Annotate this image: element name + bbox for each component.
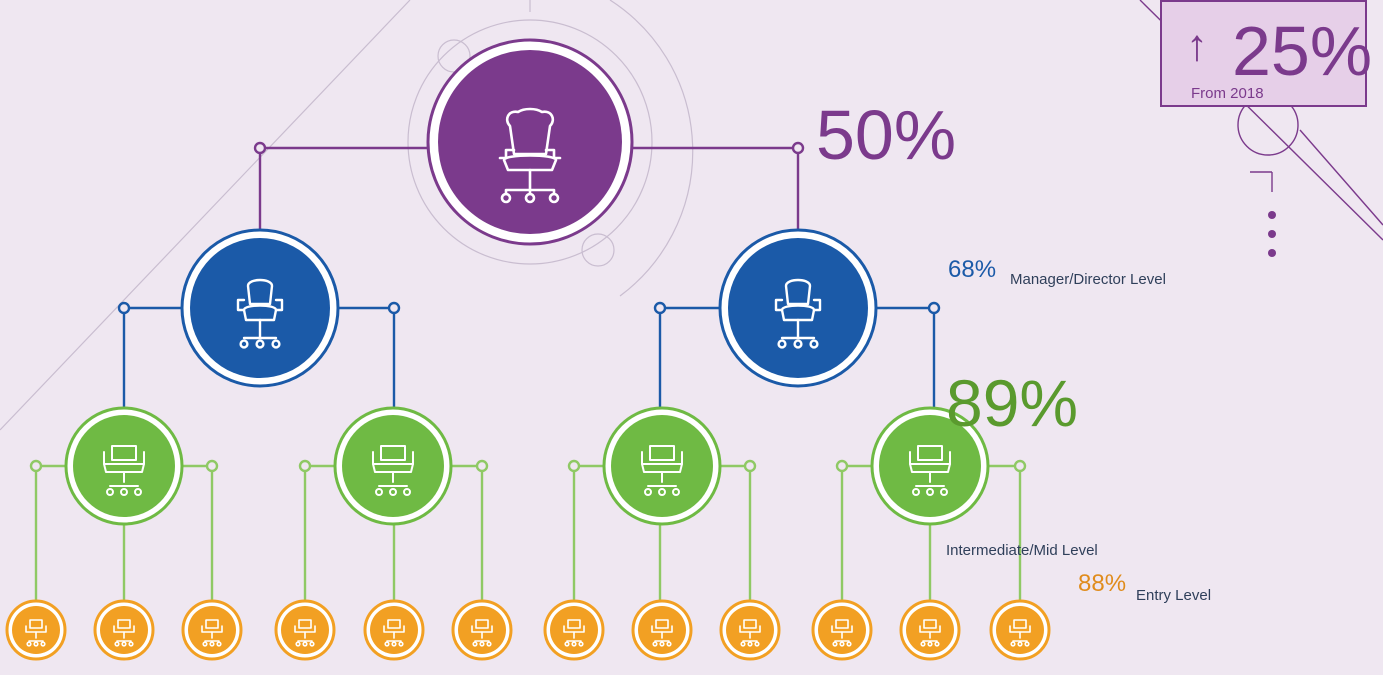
entry-level-label: Entry Level: [1136, 587, 1212, 604]
entry-node: [631, 599, 693, 661]
intermediate-connectors: [34, 464, 1022, 600]
entry-node: [899, 599, 961, 661]
entry-percent: 88%: [1078, 570, 1127, 597]
entry-node: [181, 599, 243, 661]
intermediate-node: [64, 406, 184, 526]
entry-node: [451, 599, 513, 661]
intermediate-connector-dots: [29, 459, 1027, 473]
intermediate-percent: 89%: [946, 366, 1079, 440]
manager-percent: 68%: [948, 256, 997, 283]
entry-node: [719, 599, 781, 661]
entry-node: [811, 599, 873, 661]
entry-node: [989, 599, 1051, 661]
entry-node: [5, 599, 67, 661]
entry-node: [274, 599, 336, 661]
entry-node: [363, 599, 425, 661]
intermediate-node: [333, 406, 453, 526]
executive-node: [426, 38, 634, 246]
manager-node-left: [180, 228, 340, 388]
intermediate-node: [870, 406, 990, 526]
intermediate-node: [602, 406, 722, 526]
executive-connector-dots: [253, 141, 805, 155]
entry-node: [93, 599, 155, 661]
background-decoration: [0, 0, 694, 431]
growth-badge: ↑ 25% From 2018: [1160, 0, 1372, 107]
executive-percent: 50%: [816, 96, 957, 174]
manager-node-right: [718, 228, 878, 388]
manager-connector-dots: [117, 301, 941, 315]
up-arrow-icon: ↑: [1186, 21, 1208, 70]
executive-connectors: [258, 146, 800, 240]
manager-connectors: [122, 306, 936, 420]
dots-decoration: [1268, 211, 1276, 257]
intermediate-level-label: Intermediate/Mid Level: [946, 542, 1098, 559]
growth-value: 25%: [1232, 12, 1373, 90]
entry-node: [543, 599, 605, 661]
manager-level-label: Manager/Director Level: [1010, 271, 1166, 288]
growth-subtitle: From 2018: [1191, 85, 1264, 102]
